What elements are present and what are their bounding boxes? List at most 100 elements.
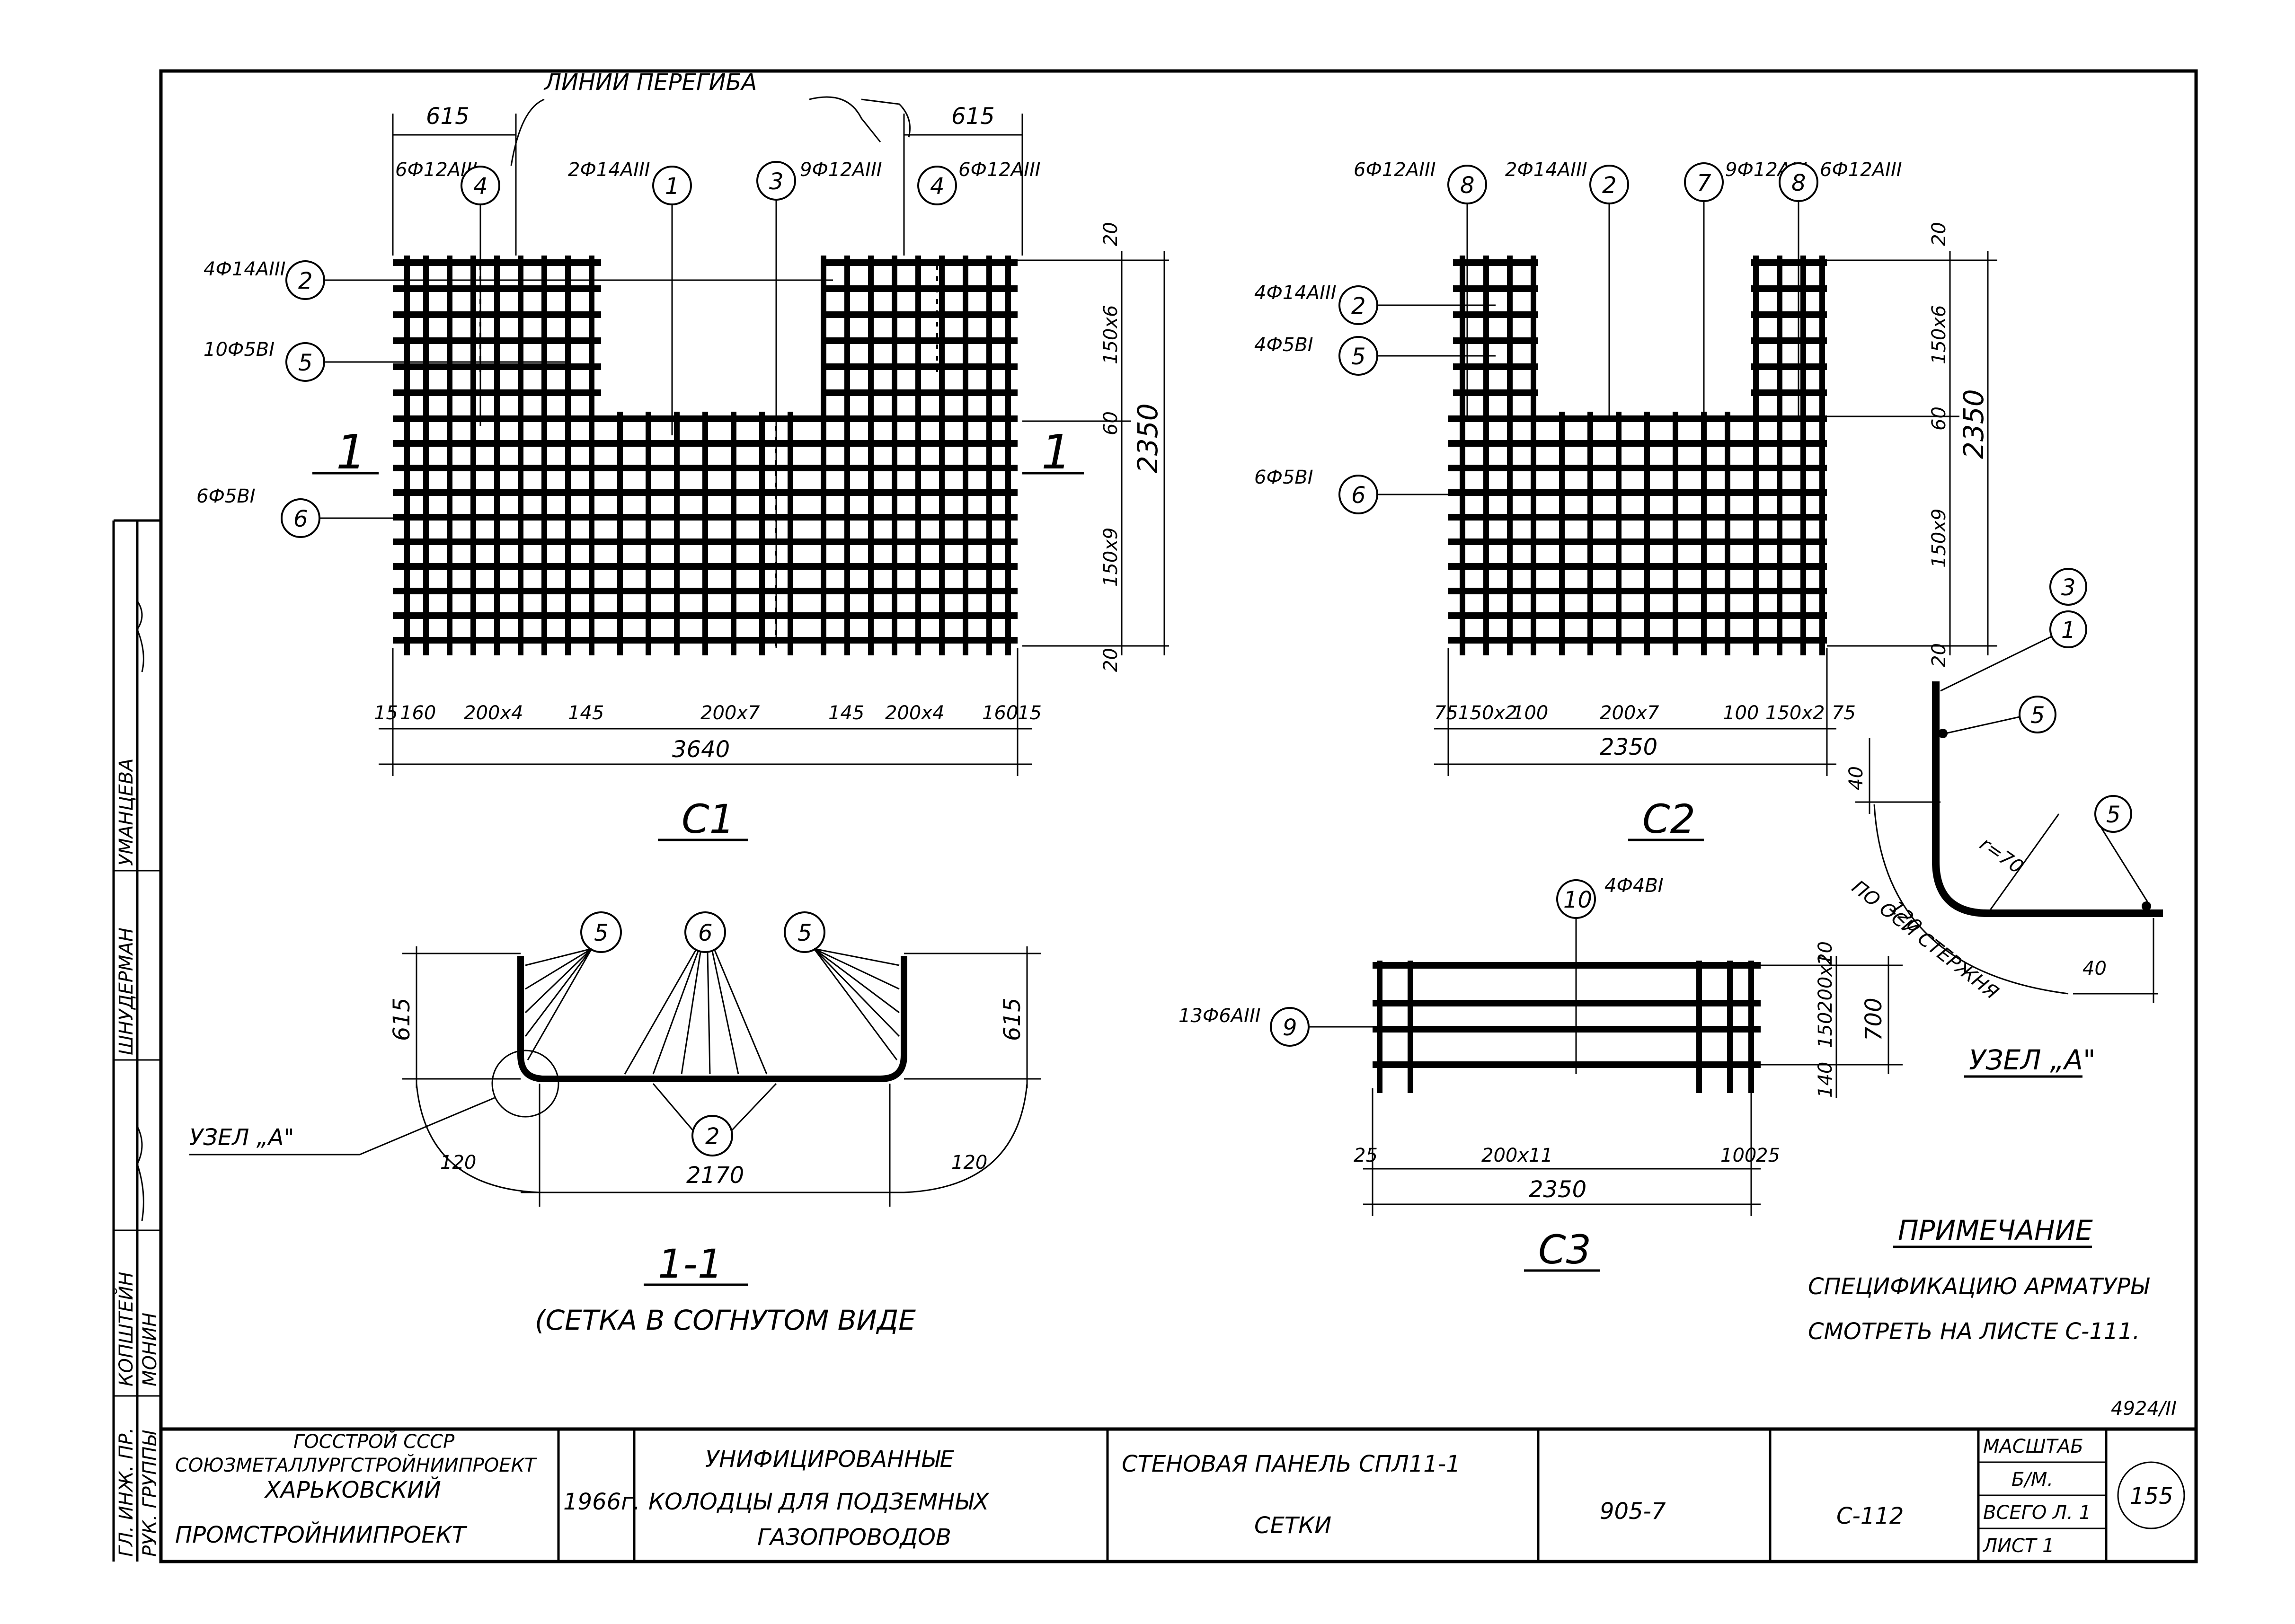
svg-text:75: 75 xyxy=(1434,702,1458,724)
svg-text:200х11: 200х11 xyxy=(1481,1145,1553,1166)
svg-text:МОНИН: МОНИН xyxy=(139,1313,161,1386)
svg-text:25: 25 xyxy=(1756,1145,1780,1166)
svg-text:6: 6 xyxy=(293,506,308,532)
svg-text:200х7: 200х7 xyxy=(1600,702,1659,724)
svg-text:100: 100 xyxy=(1723,702,1759,724)
svg-text:9Ф12АIII: 9Ф12АIII xyxy=(800,159,882,181)
c1-title: С1 xyxy=(682,796,735,842)
svg-text:2350: 2350 xyxy=(1600,734,1657,760)
svg-text:1966г.: 1966г. xyxy=(563,1489,640,1515)
svg-text:200х7: 200х7 xyxy=(700,702,760,724)
svg-text:5: 5 xyxy=(594,920,609,946)
svg-text:КОЛОДЦЫ ДЛЯ ПОДЗЕМНЫХ: КОЛОДЦЫ ДЛЯ ПОДЗЕМНЫХ xyxy=(648,1489,990,1515)
svg-text:615: 615 xyxy=(951,103,995,130)
svg-text:ПРОМСТРОЙНИИПРОЕКТ: ПРОМСТРОЙНИИПРОЕКТ xyxy=(175,1521,468,1548)
svg-text:2350: 2350 xyxy=(1529,1176,1586,1203)
svg-text:10: 10 xyxy=(1815,941,1836,965)
note-line1: СПЕЦИФИКАЦИЮ АРМАТУРЫ xyxy=(1808,1273,2150,1300)
svg-text:ЛИСТ 1: ЛИСТ 1 xyxy=(1982,1535,2055,1557)
note-line2: СМОТРЕТЬ НА ЛИСТЕ С-111. xyxy=(1808,1318,2140,1345)
svg-text:4Ф4BI: 4Ф4BI xyxy=(1604,875,1664,897)
section-mark-right: 1 xyxy=(1041,424,1072,480)
svg-text:СОЮЗМЕТАЛЛУРГСТРОЙНИИПРОЕКТ: СОЮЗМЕТАЛЛУРГСТРОЙНИИПРОЕКТ xyxy=(175,1454,538,1476)
svg-text:ГАЗОПРОВОДОВ: ГАЗОПРОВОДОВ xyxy=(757,1524,951,1551)
note-block: ПРИМЕЧАНИЕ СПЕЦИФИКАЦИЮ АРМАТУРЫ СМОТРЕТ… xyxy=(1808,1214,2150,1345)
svg-text:25: 25 xyxy=(1354,1145,1378,1166)
svg-text:100: 100 xyxy=(1512,702,1548,724)
svg-text:145: 145 xyxy=(568,702,604,724)
svg-text:2: 2 xyxy=(1351,293,1366,319)
svg-text:20: 20 xyxy=(1100,648,1122,672)
svg-text:6: 6 xyxy=(1351,482,1366,509)
svg-text:2: 2 xyxy=(298,268,313,294)
svg-text:3: 3 xyxy=(2061,574,2076,601)
svg-text:120: 120 xyxy=(951,1152,987,1174)
svg-text:150х9: 150х9 xyxy=(1928,509,1950,568)
section-1-1: 5 6 5 2 УЗЕЛ „А" 615 615 120 120 2170 1-… xyxy=(189,911,1041,1336)
svg-text:150: 150 xyxy=(1815,1012,1836,1048)
svg-text:2Ф14АIII: 2Ф14АIII xyxy=(568,159,650,181)
svg-text:КОПШТЕЙН: КОПШТЕЙН xyxy=(115,1272,137,1386)
svg-text:10Ф5BI: 10Ф5BI xyxy=(204,339,275,361)
svg-text:150х9: 150х9 xyxy=(1100,528,1122,587)
section-mark-left: 1 xyxy=(336,424,366,480)
svg-text:1: 1 xyxy=(2061,617,2076,644)
svg-text:20: 20 xyxy=(1100,222,1122,246)
svg-text:700: 700 xyxy=(1861,997,1887,1041)
svg-text:4: 4 xyxy=(473,173,488,200)
svg-text:С-112: С-112 xyxy=(1836,1503,1904,1529)
svg-text:3640: 3640 xyxy=(672,736,730,763)
svg-text:6Ф5BI: 6Ф5BI xyxy=(1254,467,1313,488)
svg-text:6Ф12АIII: 6Ф12АIII xyxy=(1820,159,1902,181)
svg-text:15: 15 xyxy=(1018,702,1042,724)
svg-text:2170: 2170 xyxy=(686,1162,744,1189)
svg-text:ГЛ. ИНЖ. ПР.: ГЛ. ИНЖ. ПР. xyxy=(115,1428,137,1557)
svg-text:6Ф12АIII: 6Ф12АIII xyxy=(958,159,1041,181)
svg-text:ШНУДЕРМАН: ШНУДЕРМАН xyxy=(115,927,137,1055)
mesh-c3 xyxy=(1373,961,1761,1093)
svg-text:r=70: r=70 xyxy=(1976,833,2027,879)
svg-text:145: 145 xyxy=(828,702,864,724)
c1-annotations: ЛИНИИ ПЕРЕГИБА 615 615 6Ф12АIII 4 2Ф14АI… xyxy=(196,69,1169,842)
svg-text:200х2: 200х2 xyxy=(1815,953,1836,1013)
svg-text:200х4: 200х4 xyxy=(885,702,944,724)
mesh-c1 xyxy=(393,256,1018,655)
svg-text:5: 5 xyxy=(797,920,812,946)
svg-text:10: 10 xyxy=(1563,887,1592,913)
svg-text:160: 160 xyxy=(982,702,1018,724)
svg-text:2: 2 xyxy=(1602,172,1617,199)
svg-text:УЗЕЛ „А": УЗЕЛ „А" xyxy=(189,1124,294,1151)
svg-text:615: 615 xyxy=(389,997,415,1041)
svg-text:75: 75 xyxy=(1832,702,1856,724)
section-title: 1-1 xyxy=(658,1241,723,1287)
svg-text:140: 140 xyxy=(1815,1062,1836,1098)
svg-text:150х2: 150х2 xyxy=(1458,702,1517,724)
svg-text:5: 5 xyxy=(2106,802,2121,828)
c2-annotations: 6Ф12АIII 8 2Ф14АIII 2 7 9Ф12АIII 8 6Ф12А… xyxy=(1254,159,1997,842)
svg-text:40: 40 xyxy=(1845,766,1867,790)
svg-text:4: 4 xyxy=(930,173,945,200)
svg-text:4Ф14АIII: 4Ф14АIII xyxy=(204,258,286,280)
svg-text:5: 5 xyxy=(1351,344,1366,370)
svg-text:1: 1 xyxy=(665,173,680,200)
svg-text:СТЕНОВАЯ ПАНЕЛЬ СПЛ11-1: СТЕНОВАЯ ПАНЕЛЬ СПЛ11-1 xyxy=(1122,1451,1461,1477)
svg-text:ХАРЬКОВСКИЙ: ХАРЬКОВСКИЙ xyxy=(264,1476,441,1503)
svg-text:6Ф5BI: 6Ф5BI xyxy=(196,485,256,507)
svg-text:60: 60 xyxy=(1928,406,1950,431)
svg-text:2350: 2350 xyxy=(1958,389,1990,459)
svg-text:20: 20 xyxy=(1928,222,1950,246)
svg-text:5: 5 xyxy=(298,350,313,376)
svg-text:Б/М.: Б/М. xyxy=(2011,1469,2053,1491)
svg-text:8: 8 xyxy=(1791,170,1806,196)
svg-text:ГОССТРОЙ СССР: ГОССТРОЙ СССР xyxy=(293,1430,455,1453)
svg-text:3: 3 xyxy=(769,168,784,195)
c3-title: С3 xyxy=(1538,1227,1591,1273)
svg-text:6: 6 xyxy=(698,920,713,946)
bend-lines-label: ЛИНИИ ПЕРЕГИБА xyxy=(543,69,757,96)
svg-text:150х2: 150х2 xyxy=(1765,702,1825,724)
svg-text:УНИФИЦИРОВАННЫЕ: УНИФИЦИРОВАННЫЕ xyxy=(705,1446,955,1473)
svg-text:615: 615 xyxy=(426,103,470,130)
svg-text:905-7: 905-7 xyxy=(1600,1498,1666,1525)
page-number: 155 xyxy=(2130,1483,2173,1509)
